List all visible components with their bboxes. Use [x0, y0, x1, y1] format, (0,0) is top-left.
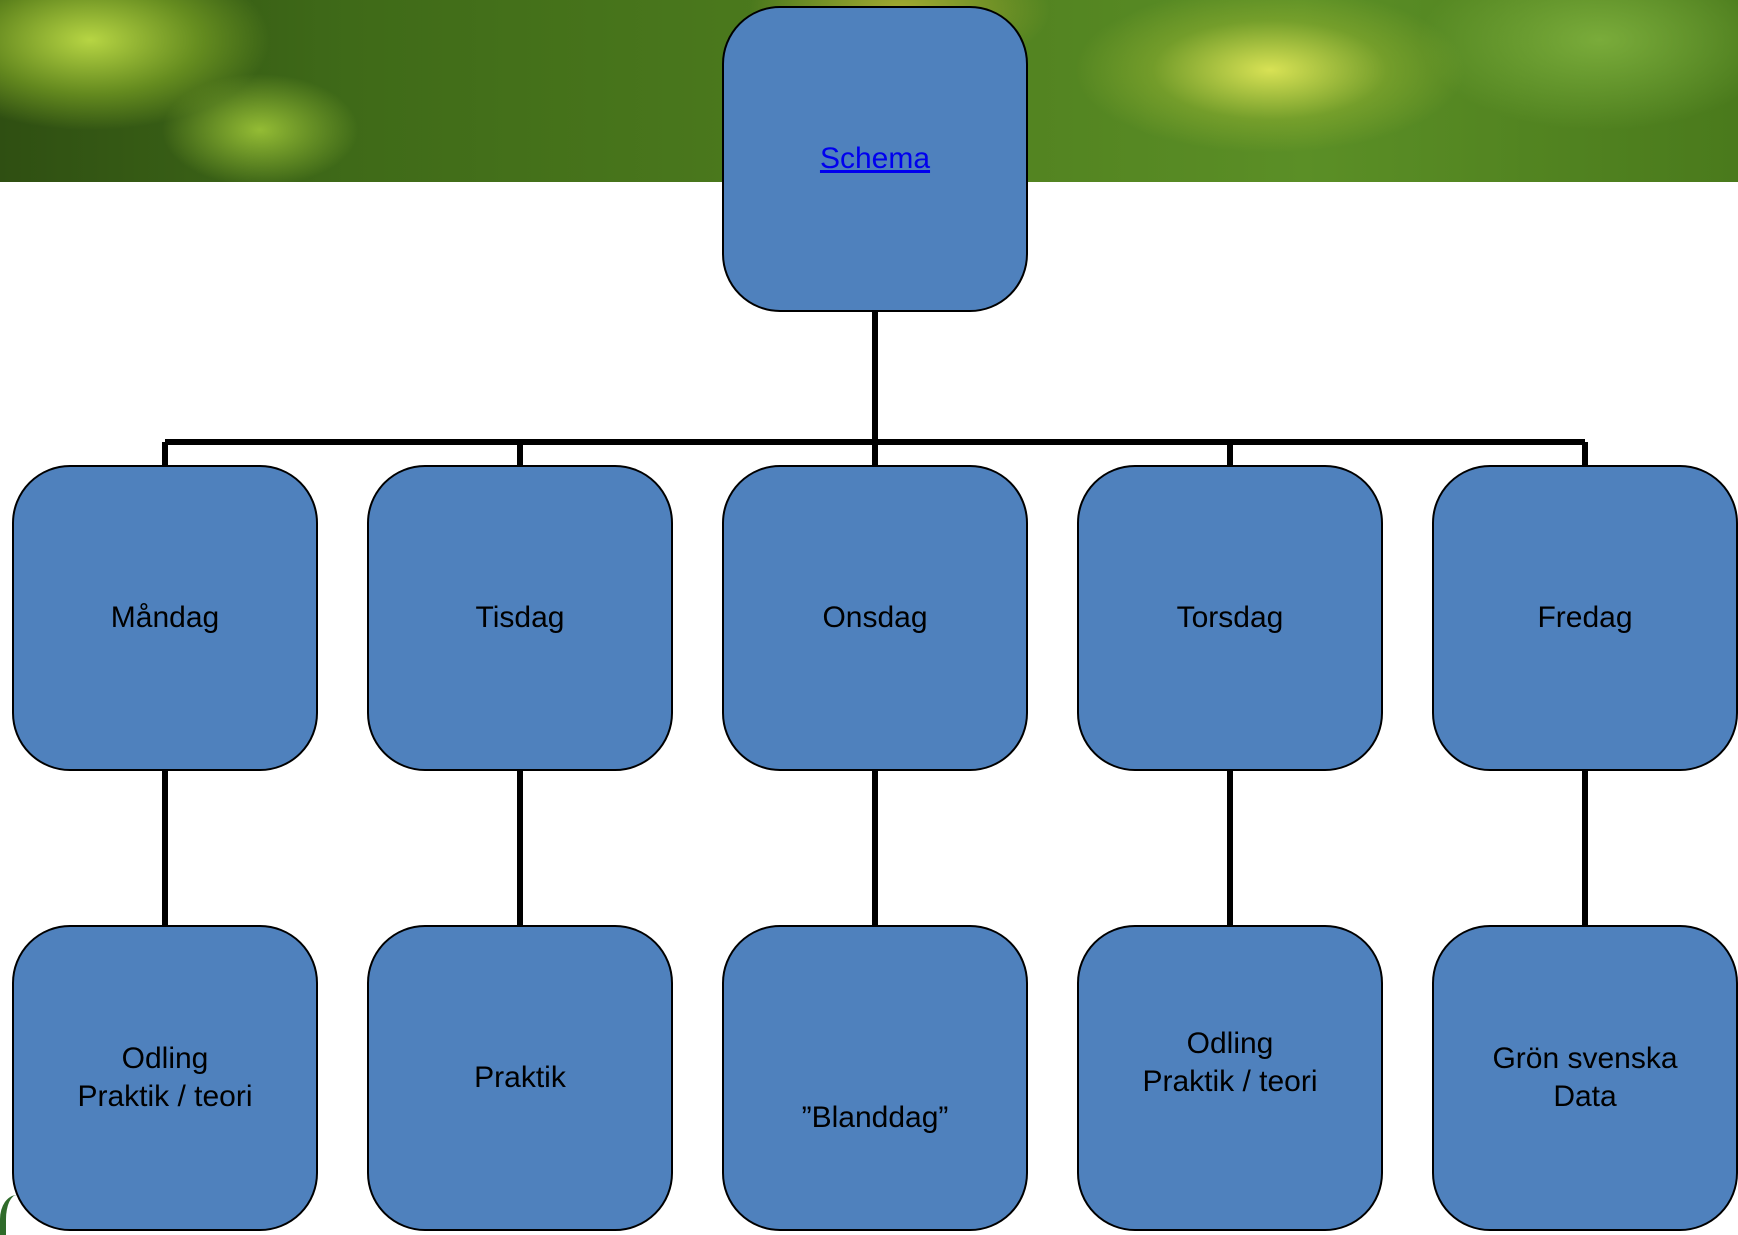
root-node: Schema [722, 6, 1028, 312]
activity-line: Odling [1186, 1027, 1274, 1060]
activity-line: Praktik / teori [1142, 1065, 1318, 1098]
activity-node-thursday: Odling Praktik / teori [1077, 925, 1383, 1231]
activity-node-monday: Odling Praktik / teori [12, 925, 318, 1231]
activity-node-tuesday: Praktik [367, 925, 673, 1231]
activity-line: Data [1553, 1080, 1617, 1113]
activity-line: ”Blanddag” [801, 1101, 949, 1134]
activity-line: Praktik [474, 1061, 566, 1094]
schema-link[interactable]: Schema [819, 142, 931, 175]
activity-node-wednesday: ”Blanddag” [722, 925, 1028, 1231]
day-label: Tisdag [475, 601, 565, 634]
day-label: Torsdag [1176, 601, 1284, 634]
day-label: Onsdag [822, 601, 928, 634]
day-label: Måndag [110, 601, 220, 634]
day-node-thursday: Torsdag [1077, 465, 1383, 771]
day-label: Fredag [1537, 601, 1633, 634]
logo-fragment [0, 1195, 28, 1235]
day-node-wednesday: Onsdag [722, 465, 1028, 771]
activity-line: Odling [121, 1042, 209, 1075]
day-node-tuesday: Tisdag [367, 465, 673, 771]
activity-line: Grön svenska [1492, 1042, 1678, 1075]
day-node-monday: Måndag [12, 465, 318, 771]
day-node-friday: Fredag [1432, 465, 1738, 771]
activity-line: Praktik / teori [77, 1080, 253, 1113]
activity-node-friday: Grön svenska Data [1432, 925, 1738, 1231]
